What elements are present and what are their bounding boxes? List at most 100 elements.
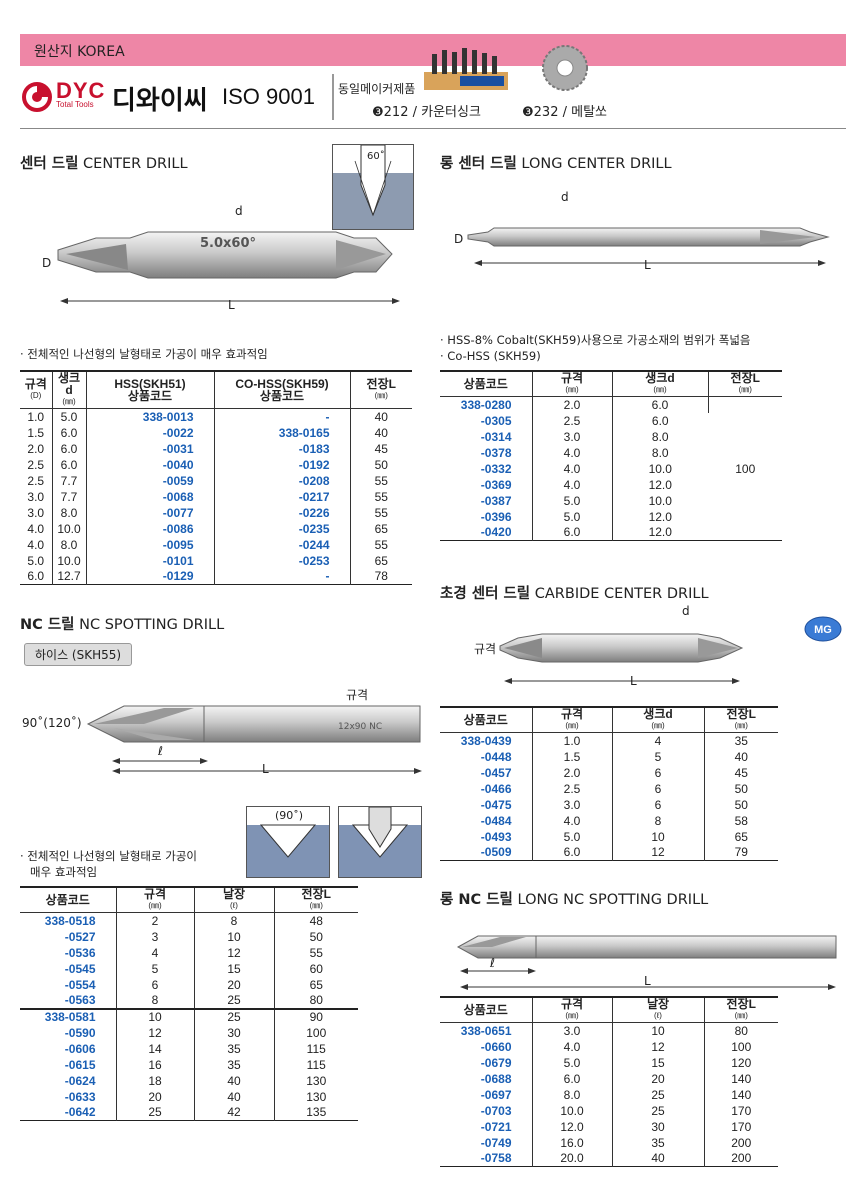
brand-korean-name: 디와이씨: [112, 86, 208, 116]
carbide-drill-length-arrow: [504, 678, 740, 684]
ref-countersink-num: ❸212: [372, 105, 409, 120]
long-center-drill-image: [467, 227, 830, 247]
table-cell: 8.0: [532, 1086, 613, 1103]
ref-countersink[interactable]: ❸212 / 카운터싱크: [372, 101, 481, 120]
table-cell: -0703: [440, 1102, 533, 1119]
table-cell: 50: [374, 457, 388, 472]
table-cell: 35: [194, 1040, 275, 1057]
origin-label: 원산지 KOREA: [34, 44, 125, 60]
table-cell: 4: [116, 944, 195, 961]
center-drill-note: · 전체적인 나선형의 날형태로 가공이 매우 효과적임: [20, 347, 268, 361]
center-drill-length-arrow: [60, 298, 400, 304]
table-cell: 170: [731, 1119, 752, 1134]
table-cell: -0059: [86, 472, 215, 489]
table-cell: -0633: [20, 1088, 117, 1105]
table-cell: 5.0: [532, 508, 613, 525]
table-cell: -0642: [20, 1104, 117, 1121]
table-cell: 79: [734, 845, 748, 860]
table-cell: 5.0: [532, 1054, 613, 1071]
table-cell: 135: [306, 1105, 327, 1120]
center-drill-table: 규격(D) 생크d(㎜) HSS(SKH51)상품코드 CO-HSS(SKH59…: [20, 370, 412, 585]
col-spec: 규격(㎜): [532, 997, 613, 1023]
nc-drill-L-label: L: [262, 762, 269, 776]
nc-angle-box-label: (90˚): [275, 809, 304, 822]
center-drill-title: 센터 드릴 CENTER DRILL: [20, 152, 188, 173]
table-cell: 2.5: [20, 472, 53, 489]
angle-diagram-icon: [333, 144, 413, 229]
table-cell: 16.0: [532, 1134, 613, 1151]
table-cell: 6.0: [612, 396, 709, 413]
table-cell: 6: [612, 764, 705, 781]
table-cell: 90: [309, 1010, 323, 1024]
nc-drill-material-badge: 하이스 (SKH55): [24, 643, 133, 666]
nc-drill-title-en: NC SPOTTING DRILL: [79, 617, 225, 633]
table-cell: 25: [612, 1102, 705, 1119]
table-cell: 2.0: [20, 440, 53, 457]
table-cell: 8.0: [52, 536, 87, 553]
table-cell: -0031: [86, 440, 215, 457]
table-cell: 18: [116, 1072, 195, 1089]
table-cell: 80: [309, 993, 323, 1007]
table-cell: 6.0: [651, 413, 669, 428]
table-cell: 100: [306, 1025, 327, 1040]
center-drill-angle-diagram: 60˚: [332, 144, 414, 230]
col-code: 상품코드: [440, 997, 533, 1023]
long-center-drill-D-label: D: [454, 232, 464, 246]
table-cell: -0208: [214, 472, 351, 489]
table-cell: 338-0280: [440, 396, 533, 413]
table-cell: -0305: [440, 412, 533, 429]
table-cell: 120: [731, 1055, 752, 1070]
table-cell: 42: [194, 1104, 275, 1121]
table-cell: 12: [194, 944, 275, 961]
table-cell: 8.0: [651, 429, 669, 444]
table-cell: 140: [731, 1071, 752, 1086]
table-cell: 5.0: [532, 828, 613, 845]
table-cell: 4.0: [532, 460, 613, 477]
table-cell: 3.0: [20, 488, 53, 505]
table-cell: 5: [116, 960, 195, 977]
table-cell: -0378: [440, 444, 533, 461]
table-cell: 130: [306, 1073, 327, 1088]
table-cell: -0509: [440, 844, 533, 861]
carbide-drill-L-label: L: [630, 674, 637, 688]
nc-drill-title: NC 드릴 NC SPOTTING DRILL: [20, 613, 224, 634]
table-cell: 6: [612, 780, 705, 797]
table-cell: 4.0: [532, 444, 613, 461]
table-cell: 338-0518: [20, 912, 117, 929]
table-cell: -0545: [20, 960, 117, 977]
table-cell: 15: [612, 1054, 705, 1071]
table-cell: 12.7: [52, 568, 87, 585]
center-drill-title-ko: 센터 드릴: [20, 156, 79, 172]
table-cell: 1.5: [20, 424, 53, 441]
table-cell: 20: [194, 976, 275, 993]
table-cell: 30: [194, 1024, 275, 1041]
col-spec: 규격(㎜): [532, 707, 613, 733]
table-cell: -0253: [214, 552, 351, 569]
table-cell: 140: [731, 1087, 752, 1102]
ref-metal-saw[interactable]: ❸232 / 메탈쏘: [522, 101, 607, 120]
table-cell: 338-0165: [214, 424, 351, 441]
col-flute: 날장(ℓ): [612, 997, 705, 1023]
table-cell: 12.0: [532, 1118, 613, 1135]
